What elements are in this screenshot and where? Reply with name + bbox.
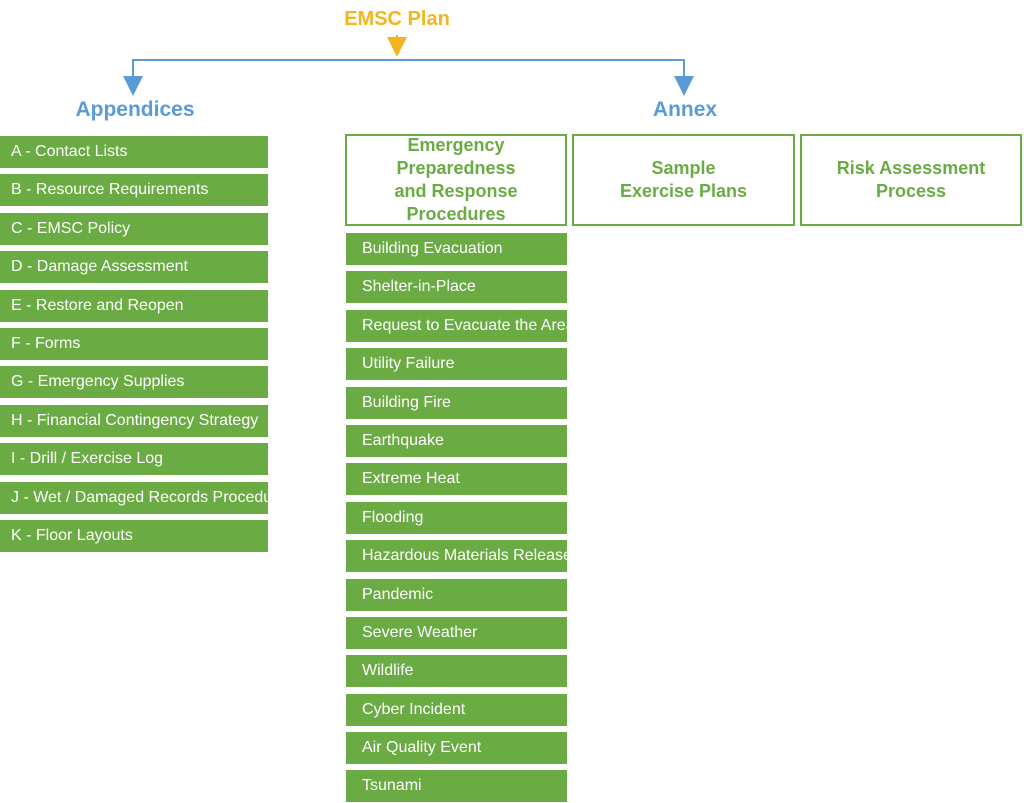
appendix-item: J - Wet / Damaged Records Procedures [0, 481, 268, 514]
procedure-item: Building Fire [346, 386, 567, 419]
annex-heading: Annex [652, 98, 718, 121]
appendix-item: H - Financial Contingency Strategy [0, 404, 268, 437]
procedure-item: Utility Failure [346, 348, 567, 381]
procedure-item: Building Evacuation [346, 233, 567, 265]
appendix-item: F - Forms [0, 327, 268, 360]
appendices-heading: Appendices [75, 98, 195, 121]
procedure-item: Shelter-in-Place [346, 271, 567, 304]
appendices-list: A - Contact Lists B - Resource Requireme… [0, 136, 268, 558]
procedure-item: Request to Evacuate the Area [346, 309, 567, 342]
procedure-item: Tsunami [346, 770, 567, 803]
branch-line [132, 59, 685, 86]
procedure-item: Flooding [346, 501, 567, 534]
annex-box-risk-assessment: Risk Assessment Process [800, 134, 1022, 226]
appendix-item: C - EMSC Policy [0, 212, 268, 245]
procedures-list: Building Evacuation Shelter-in-Place Req… [346, 233, 567, 803]
procedure-item: Severe Weather [346, 616, 567, 649]
procedure-item: Wildlife [346, 655, 567, 688]
annex-box-emergency-procedures: Emergency Preparedness and Response Proc… [345, 134, 567, 226]
procedure-item: Air Quality Event [346, 732, 567, 765]
appendix-item: G - Emergency Supplies [0, 366, 268, 399]
appendix-item: A - Contact Lists [0, 136, 268, 168]
annex-box-sample-exercise-plans: Sample Exercise Plans [572, 134, 795, 226]
appendix-item: B - Resource Requirements [0, 174, 268, 207]
procedure-item: Hazardous Materials Release [346, 540, 567, 573]
appendix-item: D - Damage Assessment [0, 251, 268, 284]
procedure-item: Earthquake [346, 424, 567, 457]
procedure-item: Pandemic [346, 578, 567, 611]
procedure-item: Cyber Incident [346, 693, 567, 726]
appendix-item: I - Drill / Exercise Log [0, 443, 268, 476]
appendix-item: E - Restore and Reopen [0, 289, 268, 322]
appendix-item: K - Floor Layouts [0, 519, 268, 552]
procedure-item: Extreme Heat [346, 463, 567, 496]
root-title: EMSC Plan [344, 8, 450, 30]
